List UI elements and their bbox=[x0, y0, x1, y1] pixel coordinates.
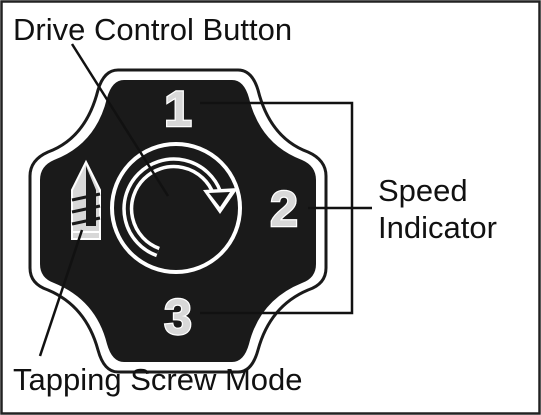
tapping-screw-leader bbox=[38, 229, 84, 357]
rotation-arrow-icon bbox=[122, 157, 238, 258]
label-drive-control-button: Drive Control Button bbox=[13, 12, 292, 47]
label-speed-indicator-line1: Speed bbox=[378, 173, 468, 208]
label-speed-indicator-line2: Indicator bbox=[378, 210, 497, 245]
label-tapping-screw-mode: Tapping Screw Mode bbox=[13, 362, 303, 397]
leader-lines bbox=[38, 43, 372, 357]
drive-control-leader bbox=[70, 43, 170, 197]
speed-digit-2: 2 bbox=[270, 181, 298, 237]
drive-control-button[interactable] bbox=[110, 142, 242, 274]
screw-icon bbox=[71, 159, 101, 240]
speed-digit-1: 1 bbox=[164, 81, 192, 137]
speed-digit-3: 3 bbox=[164, 289, 192, 345]
